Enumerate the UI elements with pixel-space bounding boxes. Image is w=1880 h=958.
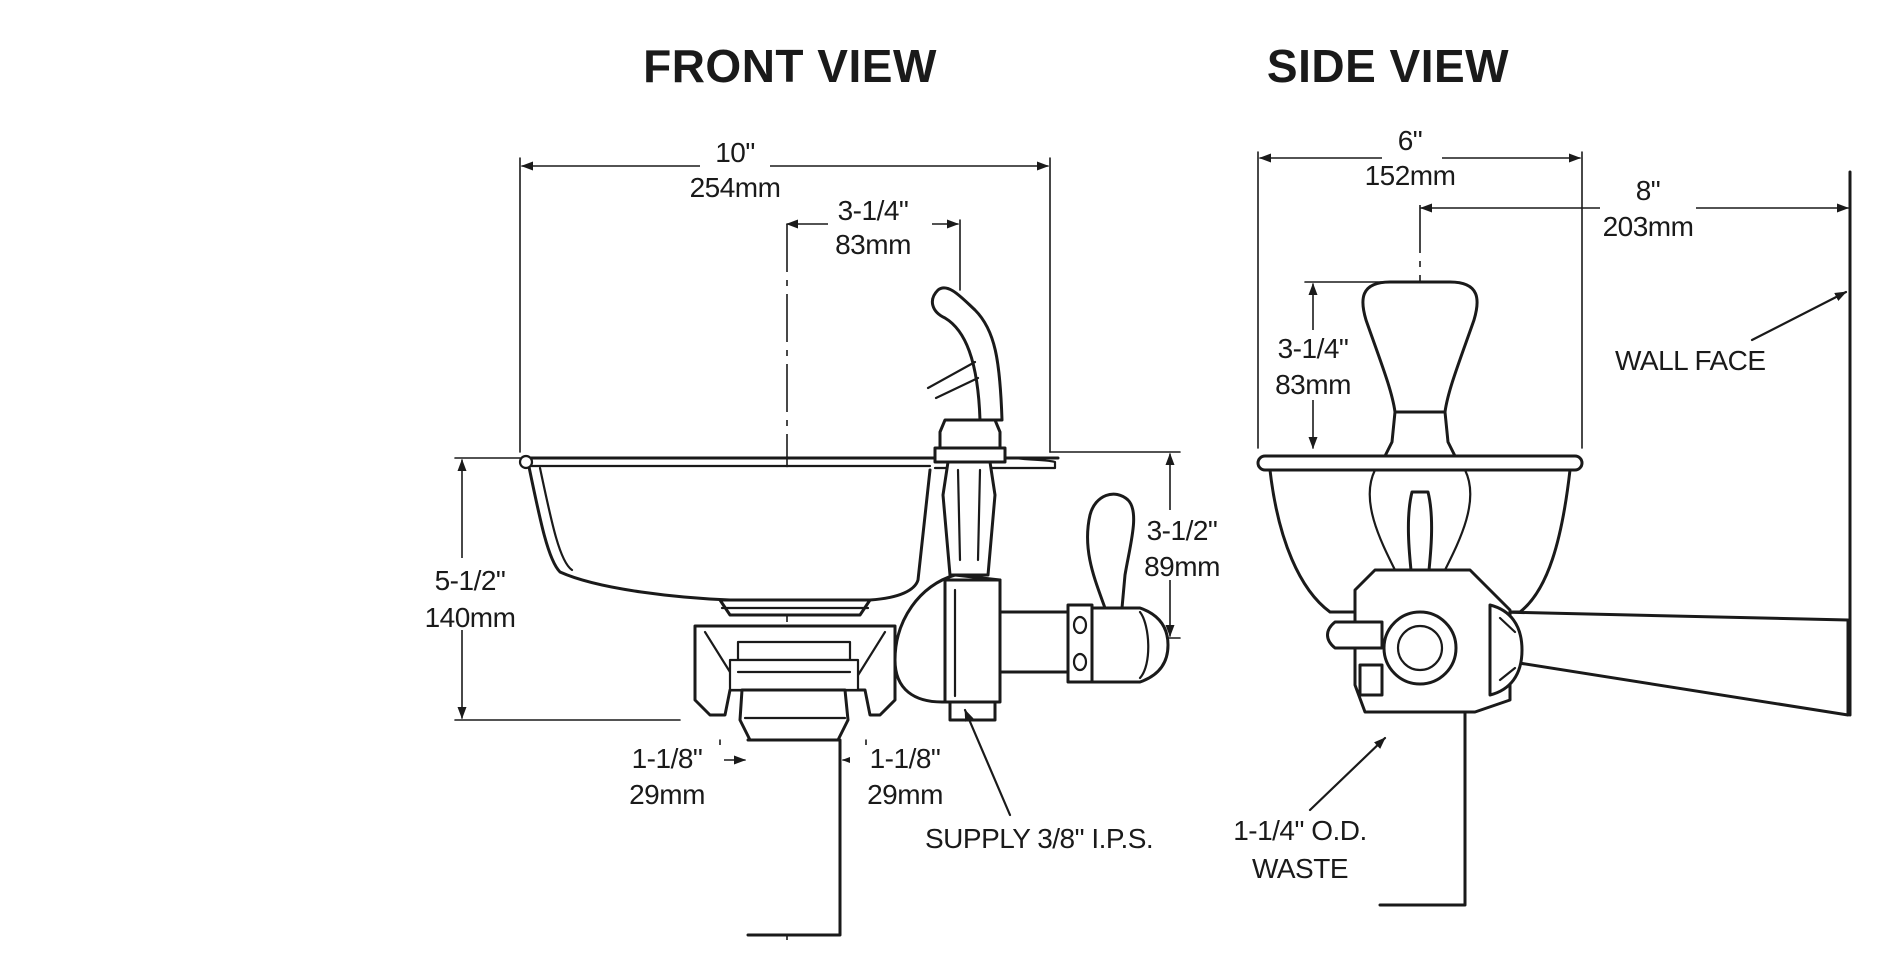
front-drain-right-mm: 29mm <box>867 779 943 810</box>
side-depth-dimension: 6" 152mm <box>1257 125 1583 449</box>
side-waste-pipe <box>1378 710 1467 907</box>
front-bowl-height-dimension: 5-1/2" 140mm <box>410 457 681 721</box>
front-bowl <box>518 454 1060 602</box>
front-valve-height-in: 3-1/2" <box>1147 515 1218 546</box>
side-bubbler-height-mm: 83mm <box>1275 369 1351 400</box>
side-depth-mm: 152mm <box>1365 160 1456 191</box>
front-drain-left-in: 1-1/8" <box>632 743 703 774</box>
front-width-in: 10" <box>715 137 755 168</box>
front-valve-height-dimension: 3-1/2" 89mm <box>1049 451 1225 639</box>
side-view-title: SIDE VIEW <box>1267 40 1509 92</box>
front-valve-height-mm: 89mm <box>1144 551 1220 582</box>
front-view-title: FRONT VIEW <box>643 40 937 92</box>
front-bowl-height-mm: 140mm <box>425 602 516 633</box>
front-spout-offset-dimension: 3-1/4" 83mm <box>786 195 961 291</box>
side-wall-offset-in: 8" <box>1636 175 1661 206</box>
front-bubbler <box>926 286 1007 577</box>
wall-face-leader <box>1750 290 1848 342</box>
side-wall-offset-mm: 203mm <box>1603 211 1694 242</box>
front-spout-offset-in: 3-1/4" <box>838 195 909 226</box>
waste-label-1: 1-1/4" O.D. <box>1233 815 1367 846</box>
front-spout-offset-mm: 83mm <box>835 229 911 260</box>
front-width-dimension: 10" 254mm <box>519 137 1051 453</box>
side-wall-offset-dimension: 8" 203mm <box>1420 170 1852 717</box>
wall-face-label: WALL FACE <box>1615 345 1766 376</box>
side-depth-in: 6" <box>1398 125 1423 156</box>
side-wall-bracket <box>1498 610 1850 717</box>
supply-label: SUPPLY 3/8" I.P.S. <box>925 823 1153 854</box>
side-view: 6" 152mm 8" 203mm 3-1/4" 83mm WALL FACE <box>1233 125 1852 907</box>
side-bubbler <box>1361 280 1479 458</box>
side-bubbler-height-dimension: 3-1/4" 83mm <box>1268 281 1411 449</box>
front-drain: 1-1/8" 29mm 1-1/8" 29mm <box>612 598 962 937</box>
side-valve <box>1326 490 1524 714</box>
front-bowl-height-in: 5-1/2" <box>435 565 506 596</box>
front-width-mm: 254mm <box>690 172 781 203</box>
front-drain-left-mm: 29mm <box>629 779 705 810</box>
side-bubbler-height-in: 3-1/4" <box>1278 333 1349 364</box>
front-drain-right-in: 1-1/8" <box>870 743 941 774</box>
front-view: 10" 254mm 3-1/4" 83mm 5-1/2" 140mm <box>410 137 1225 940</box>
waste-label-2: WASTE <box>1252 853 1348 884</box>
waste-leader <box>1308 736 1387 812</box>
front-valve <box>893 492 1170 722</box>
supply-leader <box>963 708 1012 817</box>
